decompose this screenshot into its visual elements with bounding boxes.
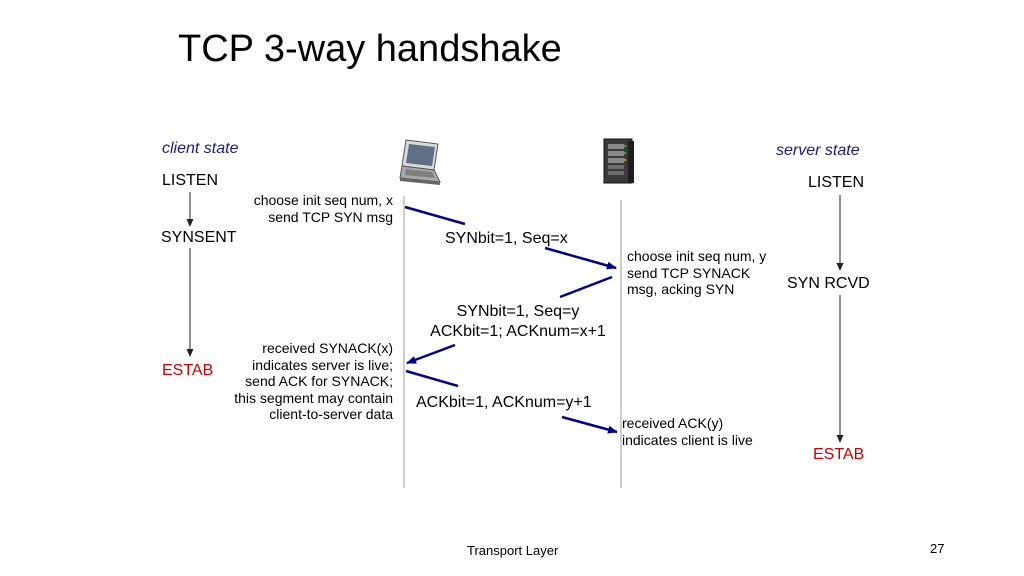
synack-arrow-segment-1 (559, 275, 613, 299)
note-line: send ACK for SYNACK; (245, 373, 393, 389)
note-line: indicates client is live (622, 431, 753, 448)
note-line: indicates server is live; (252, 356, 393, 373)
note-line: choose init seq num, y (627, 248, 767, 264)
footer-label: Transport Layer (467, 543, 559, 558)
synack-arrow-segment-2 (406, 343, 456, 365)
client-state-listen: LISTEN (162, 172, 219, 189)
note-line: this segment may contain (234, 389, 393, 406)
client-state-synsent: SYNSENT (161, 229, 237, 246)
note-line: client-to-server data (269, 406, 393, 422)
server-state-header: server state (776, 142, 860, 159)
server-state-estab: ESTAB (813, 446, 865, 463)
server-state-syn-rcvd: SYN RCVD (787, 275, 870, 292)
note-line: choose init seq num, x (253, 192, 393, 208)
note-line: received SYNACK(x) (262, 340, 393, 356)
syn-arrow-segment-2 (544, 246, 617, 270)
server-note-received-ack: received ACK(y) indicates client is live (622, 415, 753, 448)
ack-arrow-segment-1 (405, 369, 459, 388)
client-state-header: client state (162, 140, 239, 157)
note-line: send TCP SYN msg (268, 208, 393, 225)
server-state-listen: LISTEN (808, 174, 865, 191)
page-title: TCP 3-way handshake (178, 28, 562, 70)
ack-arrow-segment-2 (561, 415, 618, 434)
laptop-computer-icon (399, 139, 441, 185)
client-note-received-synack: received SYNACK(x) indicates server is l… (234, 340, 393, 423)
synack-message-label: SYNbit=1, Seq=y ACKbit=1; ACKnum=x+1 (420, 302, 616, 342)
ack-message-label: ACKbit=1, ACKnum=y+1 (416, 394, 592, 411)
synack-line-2: ACKbit=1; ACKnum=x+1 (430, 323, 606, 340)
server-tower-icon (603, 138, 634, 184)
note-line: send TCP SYNACK (627, 264, 751, 281)
syn-message-label: SYNbit=1, Seq=x (445, 230, 568, 247)
client-state-estab: ESTAB (162, 362, 214, 379)
syn-arrow-segment-1 (404, 205, 466, 226)
client-note-init-seq: choose init seq num, x send TCP SYN msg (254, 192, 393, 225)
note-line: received ACK(y) (622, 415, 724, 431)
server-note-init-seq: choose init seq num, y send TCP SYNACK m… (627, 248, 766, 298)
note-line: msg, acking SYN (627, 281, 735, 297)
page-number: 27 (930, 541, 945, 556)
synack-line-1: SYNbit=1, Seq=y (456, 303, 580, 320)
